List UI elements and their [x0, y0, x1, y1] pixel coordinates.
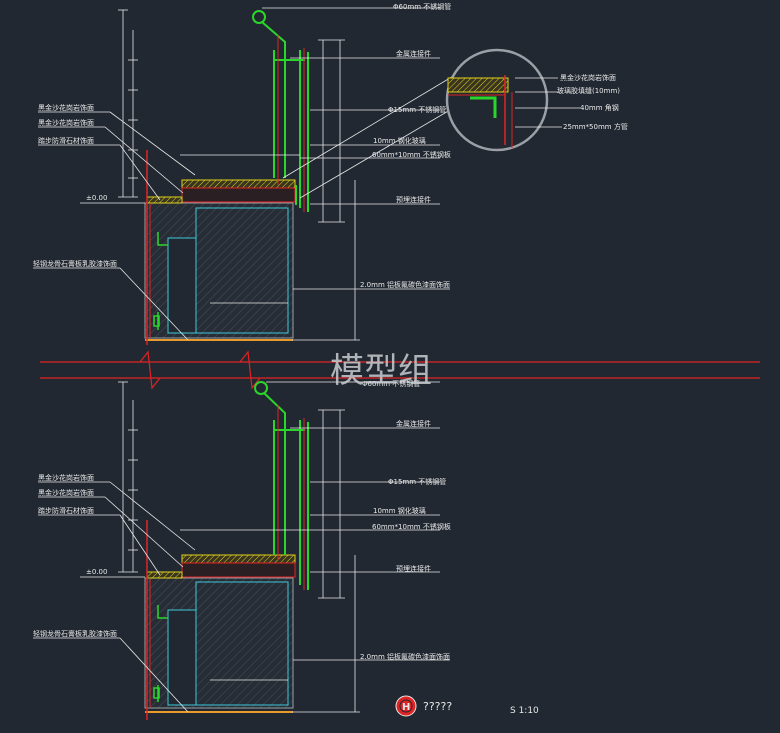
watermark: 模型组 [330, 351, 432, 391]
label-finish-bottom: 2.0mm 铝板氟碳色漆面饰面 [360, 652, 450, 661]
label-left2-bottom: 黑金沙花岗岩饰面 [38, 488, 94, 497]
detail-callout-top [445, 48, 580, 152]
section-top [33, 7, 580, 345]
label-pipe-top: Φ60mm 不锈钢管 [393, 2, 451, 11]
label-left3-bottom: 踏步防滑石材饰面 [38, 506, 94, 515]
label-connector-bottom: 金属连接件 [396, 419, 431, 428]
label-embed-bottom: 预埋连接件 [396, 564, 431, 573]
label-pipe-bottom: Φ60mm 不锈钢管 [362, 379, 420, 388]
label-left3-top: 踏步防滑石材饰面 [38, 136, 94, 145]
drawing-scale: S 1:10 [510, 706, 539, 716]
handrail-top [252, 10, 309, 212]
concrete-body-bottom [144, 577, 294, 709]
label-bar-top: Φ15mm 不锈钢管 [388, 105, 446, 114]
label-plate-top: 60mm*10mm 不锈钢板 [372, 150, 451, 159]
section-break [40, 350, 760, 390]
label-left1-bottom: 黑金沙花岗岩饰面 [38, 473, 94, 482]
detail-label-1: 黑金沙花岗岩饰面 [560, 73, 616, 82]
label-glass-top: 10mm 钢化玻璃 [373, 136, 426, 145]
detail-label-2: 玻璃胶填缝(10mm) [557, 86, 620, 95]
handrail-bottom [254, 381, 309, 590]
section-bottom [33, 381, 450, 720]
label-connector-top: 金属连接件 [396, 49, 431, 58]
cyan-outline-top [195, 207, 289, 334]
elevation-top: ±0.00 [86, 194, 107, 202]
elevation-bottom: ±0.00 [86, 568, 107, 576]
section-symbol-letter: H [402, 702, 410, 713]
label-left4-top: 轻钢龙骨石膏板乳胶漆饰面 [33, 259, 117, 268]
label-embed-top: 预埋连接件 [396, 195, 431, 204]
title-block: H ????? S 1:10 [395, 695, 539, 717]
label-left1-top: 黑金沙花岗岩饰面 [38, 103, 94, 112]
label-bar-bottom: Φ15mm 不锈钢管 [388, 477, 446, 486]
label-finish-top: 2.0mm 铝板氟碳色漆面饰面 [360, 280, 450, 289]
label-plate-bottom: 60mm*10mm 不锈钢板 [372, 522, 451, 531]
drawing-title: ????? [423, 700, 452, 713]
label-left2-top: 黑金沙花岗岩饰面 [38, 118, 94, 127]
inner-void-top [167, 237, 197, 334]
label-left4-bottom: 轻钢龙骨石膏板乳胶漆饰面 [33, 629, 117, 638]
detail-label-3: 40mm 角钢 [580, 103, 619, 112]
detail-label-4: 25mm*50mm 方管 [563, 122, 628, 131]
label-glass-bottom: 10mm 钢化玻璃 [373, 506, 426, 515]
